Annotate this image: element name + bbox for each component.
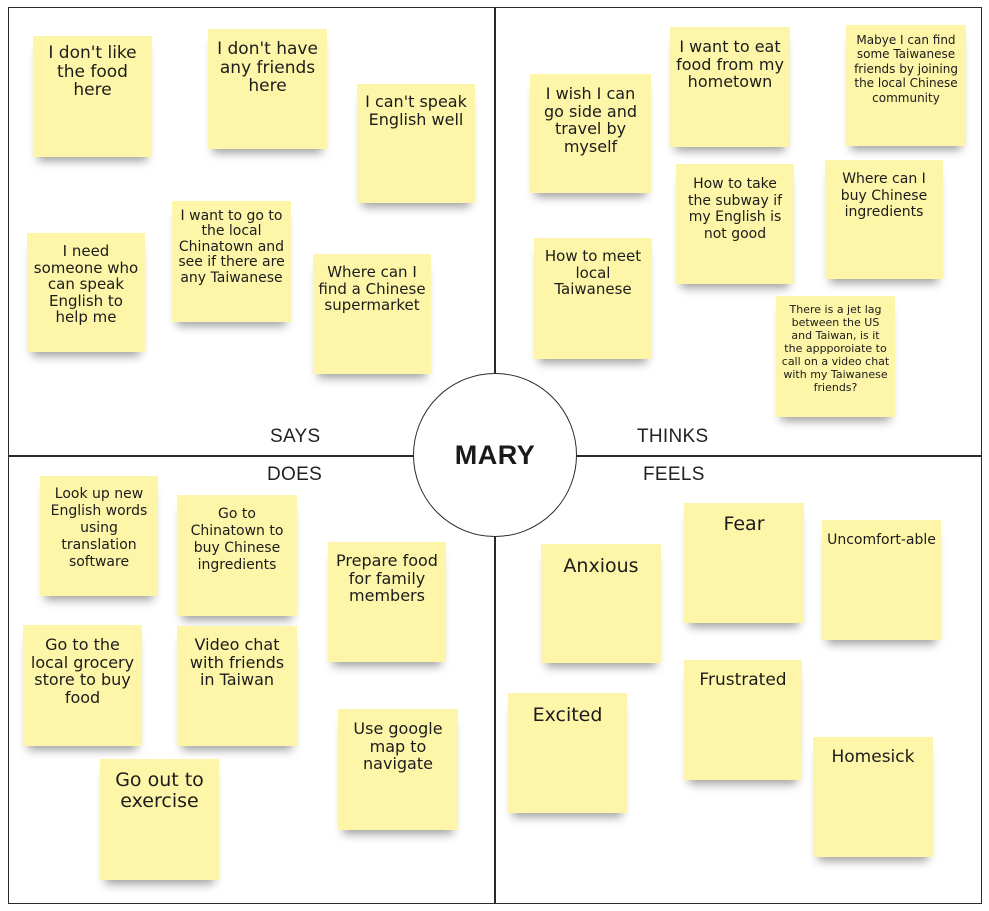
sticky-note[interactable]: Go to Chinatown to buy Chinese ingredien… xyxy=(177,495,297,616)
sticky-note[interactable]: I don't have any friends here xyxy=(208,29,327,149)
sticky-note[interactable]: I want to eat food from my hometown xyxy=(670,27,790,147)
sticky-note[interactable]: Uncomfort-able xyxy=(822,520,941,640)
does-label: DOES xyxy=(267,464,323,485)
sticky-note[interactable]: There is a jet lag between the US and Ta… xyxy=(776,296,895,417)
sticky-note[interactable]: Excited xyxy=(508,693,627,813)
sticky-note[interactable]: I want to go to the local Chinatown and … xyxy=(172,201,291,322)
sticky-note[interactable]: Frustrated xyxy=(684,660,802,780)
sticky-note[interactable]: Go out to exercise xyxy=(100,759,219,880)
says-label: SAYS xyxy=(270,426,321,447)
sticky-note[interactable]: Prepare food for family members xyxy=(328,542,446,662)
sticky-note[interactable]: Use google map to navigate xyxy=(338,709,458,830)
sticky-note[interactable]: Go to the local grocery store to buy foo… xyxy=(23,625,142,746)
sticky-note[interactable]: I can't speak English well xyxy=(357,84,475,203)
persona-circle: MARY xyxy=(413,373,577,537)
sticky-note[interactable]: How to take the subway if my English is … xyxy=(676,164,794,284)
sticky-note[interactable]: Look up new English words using translat… xyxy=(40,476,158,596)
sticky-note[interactable]: Anxious xyxy=(541,544,661,663)
sticky-note[interactable]: Video chat with friends in Taiwan xyxy=(177,626,297,746)
sticky-note[interactable]: I need someone who can speak English to … xyxy=(27,233,145,352)
thinks-label: THINKS xyxy=(637,426,709,447)
sticky-note[interactable]: I wish I can go side and travel by mysel… xyxy=(530,74,651,193)
sticky-note[interactable]: Where can I find a Chinese supermarket xyxy=(313,254,431,374)
sticky-note[interactable]: Fear xyxy=(684,503,804,623)
sticky-note[interactable]: Mabye I can find some Taiwanese friends … xyxy=(846,25,966,146)
sticky-note[interactable]: Homesick xyxy=(813,737,933,857)
persona-name: MARY xyxy=(454,439,536,470)
sticky-note[interactable]: How to meet local Taiwanese xyxy=(534,238,652,359)
sticky-note[interactable]: Where can I buy Chinese ingredients xyxy=(825,160,943,279)
sticky-note[interactable]: I don't like the food here xyxy=(33,36,152,157)
feels-label: FEELS xyxy=(643,464,705,485)
